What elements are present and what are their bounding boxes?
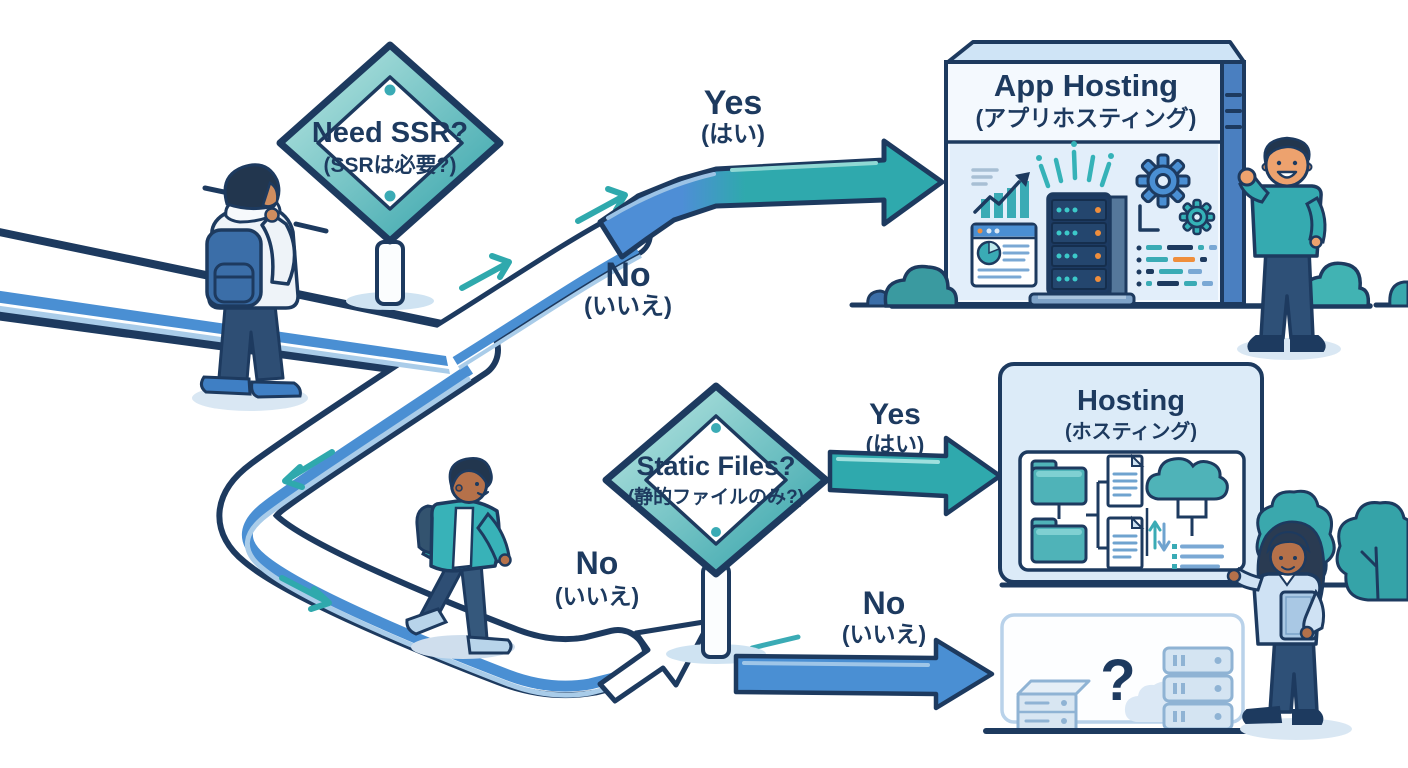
side-panel-vents-icon (1225, 93, 1242, 129)
app-hosting-subtitle: (アプリホスティング) (976, 105, 1197, 131)
sign-post (701, 563, 731, 659)
cloud-icon (1145, 457, 1229, 536)
hosting-title: Hosting (1077, 385, 1185, 417)
arrow-highlight (730, 161, 878, 172)
gears-icon (1135, 153, 1216, 236)
person-celebrating (1237, 136, 1341, 360)
label-yes-en: Yes (704, 84, 763, 122)
tree-icon (1335, 501, 1408, 602)
app-hosting-title: App Hosting (994, 68, 1178, 103)
sign-bolt-icon (711, 527, 721, 537)
sign-static-title: Static Files? (636, 451, 795, 481)
chevron-up-icon (459, 253, 512, 291)
tree-connector-lines (1057, 480, 1108, 550)
road-no (222, 325, 643, 693)
chevron-up-icon (575, 186, 628, 224)
yes-arrow-to-app-hosting (597, 138, 945, 260)
road-yes (426, 214, 648, 366)
road-no-stripe (241, 364, 620, 692)
road-network (0, 185, 653, 699)
label-no-ja: (いいえ) (555, 583, 639, 609)
cloud-shape (1124, 681, 1175, 722)
code-lines-icon (1136, 245, 1217, 287)
person-thinking (192, 163, 308, 411)
box-top-face (946, 40, 1246, 64)
decision-sign-ssr: Need SSR? (SSRは必要?) (276, 41, 504, 310)
label-no-ja: (いいえ) (584, 293, 672, 320)
sign-bolt-icon (384, 190, 396, 202)
road-no-stripe-light (244, 375, 619, 698)
label-no-on-path: No (いいえ) (555, 545, 639, 609)
server-stack-icon (1162, 646, 1234, 731)
list-icon (1172, 544, 1224, 569)
label-no-at-fork: No (いいえ) (584, 256, 672, 320)
yes-arrow-to-hosting (827, 435, 1003, 517)
arrow-highlight (606, 172, 716, 220)
folder-icon (1030, 517, 1088, 564)
hand-on-chin (264, 207, 280, 223)
browser-pie-icon (970, 222, 1038, 288)
road-yes-stripe-light (457, 254, 642, 370)
teal-dash (749, 634, 801, 651)
label-yes-en: Yes (869, 398, 921, 431)
unknown-box: ? (983, 613, 1273, 734)
hosting-subtitle: (ホスティング) (1065, 419, 1197, 443)
document-icon (1106, 453, 1145, 508)
label-yes-to-app-hosting: Yes (はい) (701, 84, 765, 148)
server-small-icon (1016, 679, 1091, 732)
question-mark: ? (1100, 648, 1135, 713)
folder-icon (1030, 459, 1088, 506)
hosting-box: Hosting (ホスティング) (998, 362, 1358, 588)
sign-ssr-title: Need SSR? (312, 117, 468, 149)
person-presenting (1226, 520, 1352, 740)
label-yes-ja: (はい) (701, 121, 765, 148)
chevron-down-left-icon (282, 449, 335, 490)
arrow-body (597, 138, 945, 260)
app-hosting-box: App Hosting (アプリホスティング) (849, 40, 1397, 309)
tree-trunk (1360, 546, 1380, 602)
bush-icon (883, 264, 959, 308)
server-rack-icon (1028, 141, 1136, 307)
person-walking (405, 457, 515, 659)
road-yes-stripe (452, 245, 640, 365)
label-no-to-unknown: No (いいえ) (842, 585, 926, 647)
label-no-ja: (いいえ) (842, 621, 926, 647)
sync-arrows-icon (1145, 508, 1171, 556)
label-no-en: No (605, 256, 650, 294)
label-yes-to-hosting: Yes (はい) (866, 398, 925, 457)
diamond-inner (316, 75, 464, 211)
label-no-en: No (863, 585, 906, 621)
chevron-down-right-icon (279, 575, 332, 612)
person-shadow (1240, 718, 1352, 740)
sign-static-subtitle: (静的ファイルのみ?) (628, 485, 804, 508)
document-icon (1106, 515, 1145, 570)
growth-chart-icon (971, 168, 1030, 218)
label-no-en: No (576, 545, 619, 581)
diamond-inner (644, 414, 788, 546)
decision-sign-static-files: Static Files? (静的ファイルのみ?) (602, 382, 830, 664)
bush-icon (1388, 280, 1408, 308)
sign-ssr-subtitle: (SSRは必要?) (324, 153, 457, 177)
no-arrow-to-unknown (733, 637, 995, 711)
sign-bolt-icon (384, 84, 396, 96)
sign-bolt-icon (711, 423, 721, 433)
sign-post (375, 240, 405, 306)
